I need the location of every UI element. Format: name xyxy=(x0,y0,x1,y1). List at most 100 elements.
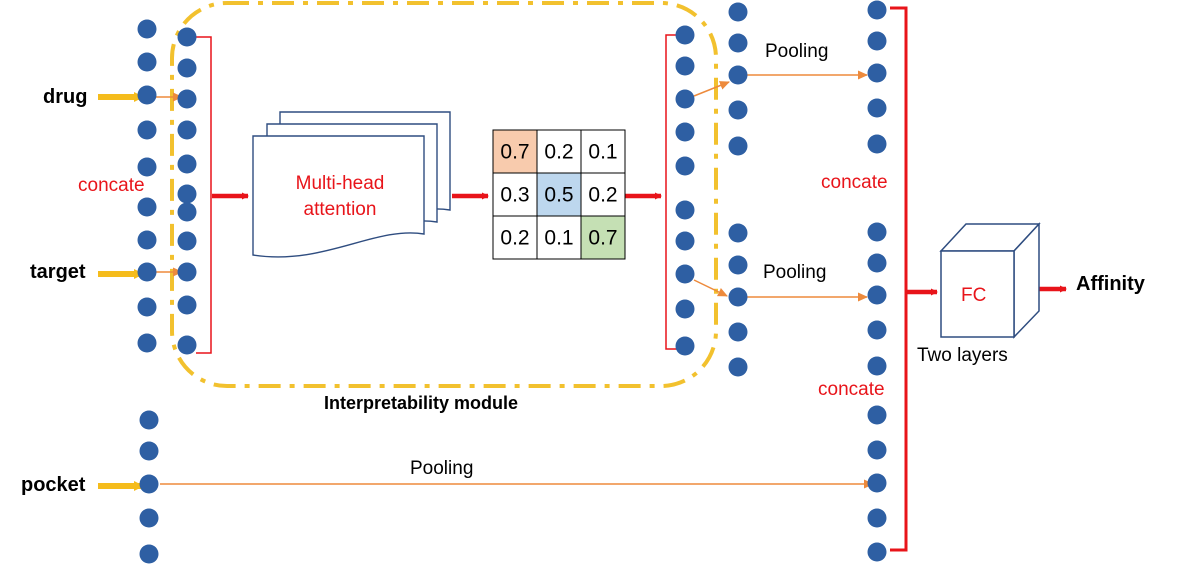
matrix-cell xyxy=(536,215,582,260)
concat-out-node xyxy=(867,134,887,154)
drug-pooled-node xyxy=(728,33,748,53)
concat-out-node xyxy=(867,473,887,493)
concat-out-node xyxy=(867,405,887,425)
pocket-node xyxy=(139,508,159,528)
concat-out-node xyxy=(867,31,887,51)
matrix-cell-value: 0.7 xyxy=(500,141,529,164)
attended-node xyxy=(675,336,695,356)
matrix-cell-value: 0.7 xyxy=(588,227,617,250)
input-node xyxy=(137,297,157,317)
pocket-node xyxy=(139,410,159,430)
input-bracket xyxy=(196,36,212,354)
concat-out-node xyxy=(867,440,887,460)
matrix-cell xyxy=(580,172,626,217)
concat-node xyxy=(177,27,197,47)
target-pooled-node xyxy=(728,223,748,243)
input-node xyxy=(137,230,157,250)
concat-out-node xyxy=(867,542,887,562)
concate-right-bottom-label: concate xyxy=(818,379,885,400)
concat-out-node xyxy=(867,356,887,376)
concat-out-node xyxy=(867,222,887,242)
attended-node xyxy=(675,231,695,251)
drug-pooled-node xyxy=(728,100,748,120)
attended-node xyxy=(675,200,695,220)
target-label: target xyxy=(30,261,86,283)
target-pooled-node xyxy=(728,357,748,377)
drug-pooled-node xyxy=(728,136,748,156)
fc-layer-cube xyxy=(939,222,1041,339)
matrix-cell-value: 0.2 xyxy=(544,141,573,164)
pocket-node xyxy=(139,441,159,461)
attended-node xyxy=(675,156,695,176)
attended-node xyxy=(675,25,695,45)
input-node xyxy=(137,197,157,217)
pooling-top-label: Pooling xyxy=(765,41,829,62)
pooling-middle-arrow-in xyxy=(693,279,728,297)
pocket-label: pocket xyxy=(21,474,86,496)
concat-out-node xyxy=(867,0,887,20)
concat-node xyxy=(177,262,197,282)
matrix-cell-value: 0.1 xyxy=(588,141,617,164)
pooling-top-arrow-in xyxy=(693,81,730,97)
target-pooled-node xyxy=(728,322,748,342)
input-node xyxy=(137,333,157,353)
multi-head-attention-block xyxy=(252,111,451,258)
concat-node xyxy=(177,120,197,140)
concat-out-node xyxy=(867,98,887,118)
attended-node xyxy=(675,122,695,142)
concat-bracket xyxy=(890,6,908,552)
target-pooled-node xyxy=(728,287,748,307)
pooling-middle-label: Pooling xyxy=(763,262,827,283)
interpretability-module-border xyxy=(170,1,718,388)
concat-out-node xyxy=(867,508,887,528)
input-node xyxy=(137,52,157,72)
concat-node xyxy=(177,154,197,174)
concat-out-node xyxy=(867,253,887,273)
concat-node xyxy=(177,58,197,78)
matrix-cell-value: 0.2 xyxy=(500,227,529,250)
concat-out-node xyxy=(867,63,887,83)
drug-label: drug xyxy=(43,86,88,108)
attended-node xyxy=(675,264,695,284)
matrix-cell-value: 0.1 xyxy=(544,227,573,250)
input-node xyxy=(137,157,157,177)
concate-left-label: concate xyxy=(78,175,145,196)
attention-label: Multi-head attention xyxy=(295,173,385,220)
matrix-cell-value: 0.3 xyxy=(500,184,529,207)
target-pooled-node xyxy=(728,255,748,275)
embedding-nodes xyxy=(137,0,887,564)
attended-node xyxy=(675,56,695,76)
concat-out-node xyxy=(867,285,887,305)
pocket-node xyxy=(139,474,159,494)
drug-pooled-node xyxy=(728,2,748,22)
concate-right-top-label: concate xyxy=(821,172,888,193)
concat-node xyxy=(177,184,197,204)
matrix-cell xyxy=(492,129,538,174)
pooling-bottom-label: Pooling xyxy=(410,458,474,479)
two-layers-label: Two layers xyxy=(917,345,1008,366)
module-label: Interpretability module xyxy=(324,393,519,413)
matrix-cell xyxy=(580,215,626,260)
concat-node xyxy=(177,295,197,315)
concat-node xyxy=(177,202,197,222)
concat-node xyxy=(177,89,197,109)
matrix-cell xyxy=(492,215,538,260)
matrix-cell-value: 0.2 xyxy=(588,184,617,207)
input-node xyxy=(137,262,157,282)
attention-matrix: 0.7 0.2 0.1 0.3 0.5 0.2 0.2 0.1 0.7 xyxy=(492,129,626,260)
input-node xyxy=(137,19,157,39)
concat-node xyxy=(177,231,197,251)
output-bracket xyxy=(665,34,680,350)
pocket-node xyxy=(139,544,159,564)
drug-pooled-node xyxy=(728,65,748,85)
affinity-label: Affinity xyxy=(1076,273,1145,295)
concat-out-node xyxy=(867,320,887,340)
input-node xyxy=(137,85,157,105)
matrix-cell-value: 0.5 xyxy=(544,184,573,207)
attended-node xyxy=(675,299,695,319)
concat-node xyxy=(177,335,197,355)
fc-label: FC xyxy=(961,285,987,306)
attended-node xyxy=(675,89,695,109)
input-node xyxy=(137,120,157,140)
